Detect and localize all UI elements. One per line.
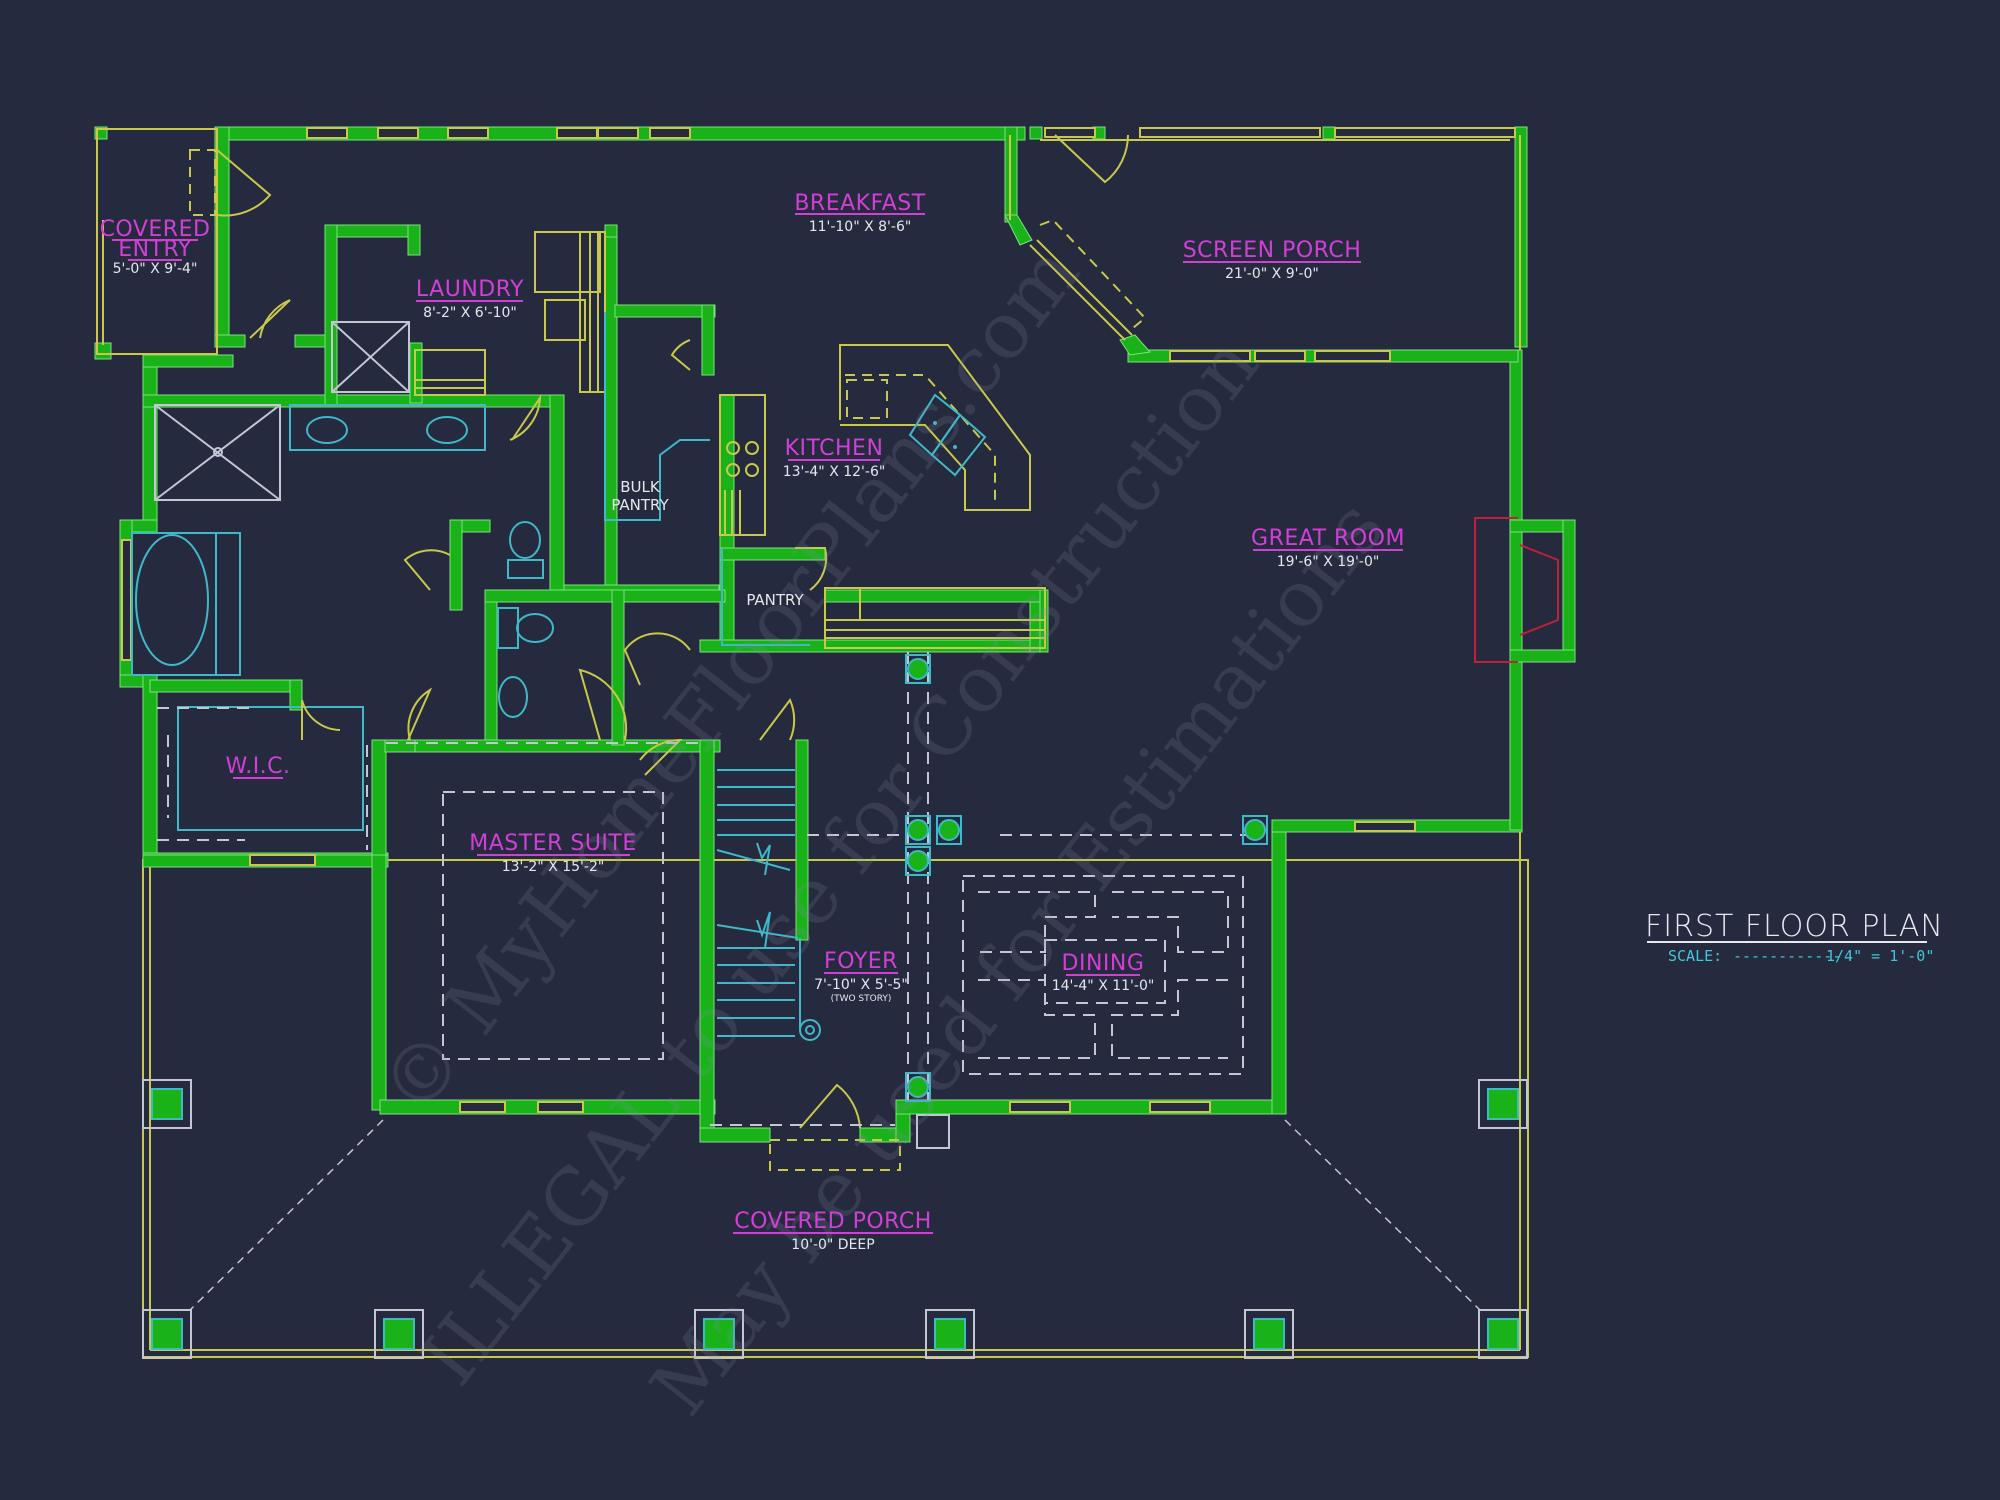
svg-text:KITCHEN: KITCHEN <box>785 436 884 461</box>
svg-text:DINING: DINING <box>1062 951 1145 976</box>
drawing-title-block: FIRST FLOOR PLAN SCALE: ------------ 1/4… <box>1645 909 1944 965</box>
screen-porch-outline <box>1009 134 1521 350</box>
svg-text:14'-4" X 11'-0": 14'-4" X 11'-0" <box>1052 978 1155 994</box>
svg-text:(TWO STORY): (TWO STORY) <box>831 994 892 1004</box>
doors <box>249 299 901 1171</box>
room-label-wic: W.I.C. <box>225 754 290 779</box>
svg-text:5'-0" X 9'-4": 5'-0" X 9'-4" <box>113 261 198 277</box>
svg-text:19'-6" X 19'-0": 19'-6" X 19'-0" <box>1277 554 1380 570</box>
drawing-title: FIRST FLOOR PLAN <box>1645 909 1944 944</box>
svg-text:BREAKFAST: BREAKFAST <box>794 191 925 216</box>
svg-text:11'-10" X 8'-6": 11'-10" X 8'-6" <box>809 219 912 235</box>
windows <box>121 127 1516 1113</box>
svg-text:COVERED: COVERED <box>100 217 211 242</box>
svg-text:BULK: BULK <box>620 478 661 496</box>
svg-text:13'-4" X 12'-6": 13'-4" X 12'-6" <box>783 464 886 480</box>
room-label-foyer: FOYER 7'-10" X 5'-5" (TWO STORY) <box>814 949 908 1004</box>
svg-text:PANTRY: PANTRY <box>611 496 669 514</box>
fireplace <box>1474 517 1559 663</box>
bath-fixtures <box>131 312 810 850</box>
kitchen-counters <box>414 231 1046 649</box>
room-label-covered-porch: COVERED PORCH 10'-0" DEEP <box>733 1209 933 1253</box>
svg-text:10'-0" DEEP: 10'-0" DEEP <box>791 1237 874 1253</box>
svg-text:21'-0" X 9'-0": 21'-0" X 9'-0" <box>1225 266 1319 282</box>
scale-label: SCALE: <box>1668 947 1722 965</box>
room-label-laundry: LAUNDRY 8'-2" X 6'-10" <box>416 277 524 321</box>
room-label-bulk-pantry: BULK PANTRY <box>611 478 669 514</box>
svg-text:7'-10" X 5'-5": 7'-10" X 5'-5" <box>814 977 908 993</box>
svg-text:PANTRY: PANTRY <box>746 591 804 609</box>
svg-text:W.I.C.: W.I.C. <box>225 754 290 779</box>
room-label-master-suite: MASTER SUITE 13'-2" X 15'-2" <box>469 831 637 875</box>
room-label-breakfast: BREAKFAST 11'-10" X 8'-6" <box>794 191 925 235</box>
room-label-dining: DINING 14'-4" X 11'-0" <box>1052 951 1155 994</box>
svg-text:ENTRY: ENTRY <box>118 237 192 262</box>
svg-text:FOYER: FOYER <box>824 949 898 974</box>
room-label-screen-porch: SCREEN PORCH 21'-0" X 9'-0" <box>1183 238 1362 282</box>
svg-text:COVERED PORCH: COVERED PORCH <box>734 1209 932 1234</box>
staircase <box>716 769 821 1041</box>
svg-text:8'-2" X 6'-10": 8'-2" X 6'-10" <box>423 305 517 321</box>
porch-posts <box>142 1079 1528 1359</box>
room-label-pantry: PANTRY <box>746 591 804 609</box>
room-label-covered-entry: COVERED ENTRY 5'-0" X 9'-4" <box>100 217 211 277</box>
scale-leader: ------------ <box>1733 947 1841 965</box>
scale-value: 1/4" = 1'-0" <box>1826 947 1934 965</box>
covered-entry-outline <box>96 128 272 355</box>
svg-text:MASTER SUITE: MASTER SUITE <box>469 831 637 856</box>
room-label-kitchen: KITCHEN 13'-4" X 12'-6" <box>783 436 886 480</box>
room-label-great-room: GREAT ROOM 19'-6" X 19'-0" <box>1251 526 1405 570</box>
svg-text:SCREEN PORCH: SCREEN PORCH <box>1183 238 1362 263</box>
svg-text:13'-2" X 15'-2": 13'-2" X 15'-2" <box>502 859 605 875</box>
interior-columns <box>905 654 1268 1149</box>
svg-text:GREAT ROOM: GREAT ROOM <box>1251 526 1405 551</box>
svg-text:LAUNDRY: LAUNDRY <box>416 277 524 302</box>
